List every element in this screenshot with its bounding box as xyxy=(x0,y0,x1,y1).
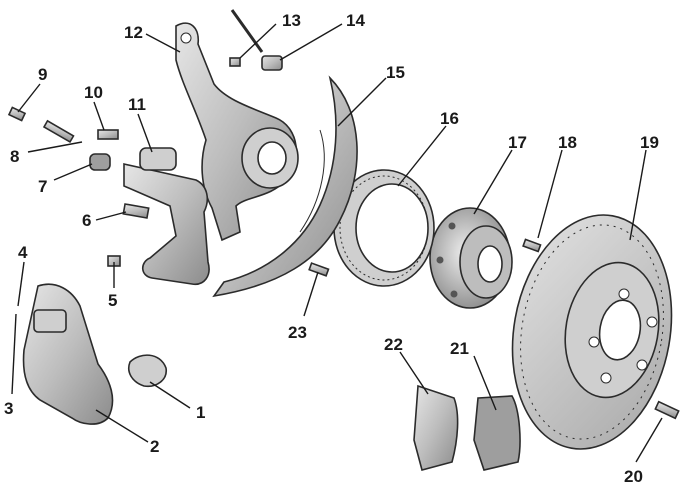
dust-cap xyxy=(128,354,167,388)
callout-8: 8 xyxy=(10,147,19,166)
callout-22: 22 xyxy=(384,335,403,354)
abs-sensor xyxy=(229,9,283,71)
callout-1: 1 xyxy=(196,403,205,422)
callout-23: 23 xyxy=(288,323,307,342)
callout-labels: 1 2 3 4 5 6 7 8 9 10 11 12 13 14 15 16 1… xyxy=(4,11,659,486)
callout-12: 12 xyxy=(124,23,143,42)
callout-19: 19 xyxy=(640,133,659,152)
callout-21: 21 xyxy=(450,339,469,358)
caliper-body xyxy=(22,283,114,425)
caliper-bracket xyxy=(123,147,210,286)
callout-15: 15 xyxy=(386,63,405,82)
callout-13: 13 xyxy=(282,11,301,30)
brake-pad-outer xyxy=(473,395,521,471)
callout-17: 17 xyxy=(508,133,527,152)
leader-lines xyxy=(11,23,663,463)
callout-18: 18 xyxy=(558,133,577,152)
callout-2: 2 xyxy=(150,437,159,456)
callout-14: 14 xyxy=(346,11,365,30)
splash-shield xyxy=(212,75,358,298)
callout-7: 7 xyxy=(38,177,47,196)
wheel-hub xyxy=(429,207,513,309)
callout-3: 3 xyxy=(4,399,13,418)
callout-6: 6 xyxy=(82,211,91,230)
fasteners xyxy=(7,106,680,420)
brake-disc xyxy=(511,214,673,450)
callout-5: 5 xyxy=(108,291,117,310)
steering-knuckle xyxy=(175,22,299,242)
callout-9: 9 xyxy=(38,65,47,84)
callout-10: 10 xyxy=(84,83,103,102)
callout-16: 16 xyxy=(440,109,459,128)
brake-pad-inner xyxy=(413,384,459,471)
callout-4: 4 xyxy=(18,243,28,262)
hub-bolt xyxy=(522,238,542,253)
callout-11: 11 xyxy=(128,95,146,114)
callout-20: 20 xyxy=(624,467,643,486)
